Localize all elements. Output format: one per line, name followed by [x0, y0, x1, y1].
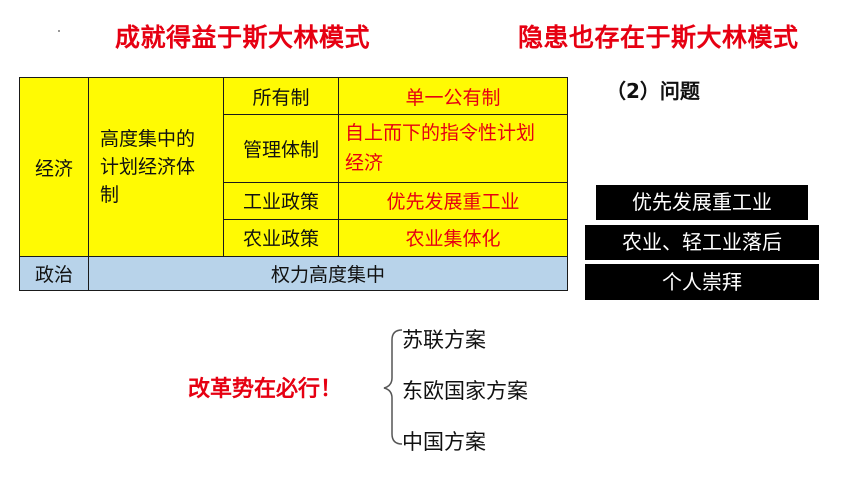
option-eastern-europe: 东欧国家方案	[402, 379, 528, 403]
issue-box-agriculture-lag: 农业、轻工业落后	[585, 225, 819, 260]
option-china: 中国方案	[402, 430, 486, 454]
aspect-cell-ownership: 所有制	[223, 76, 339, 116]
value-cell-ownership: 单一公有制	[338, 76, 568, 116]
bracket-path	[383, 329, 403, 445]
issue-box-personality-cult: 个人崇拜	[585, 264, 819, 300]
decorative-dot	[58, 30, 60, 32]
issues-label: （2）问题	[606, 79, 700, 103]
stalin-model-table: 经济 高度集中的计划经济体制 所有制 单一公有制 管理体制 自上而下的指令性计划…	[19, 76, 568, 291]
reform-label: 改革势在必行！	[188, 377, 343, 402]
aspect-cell-management: 管理体制	[223, 114, 339, 183]
left-title: 成就得益于斯大林模式	[115, 23, 371, 52]
planned-economy-cell: 高度集中的计划经济体制	[88, 77, 224, 257]
economy-label-cell: 经济	[19, 77, 89, 257]
right-title: 隐患也存在于斯大林模式	[518, 23, 799, 52]
issue-box-heavy-industry: 优先发展重工业	[596, 185, 808, 220]
politics-label-cell: 政治	[19, 256, 89, 291]
aspect-cell-industry: 工业政策	[223, 181, 339, 220]
aspect-cell-agriculture: 农业政策	[223, 218, 339, 258]
value-cell-industry: 优先发展重工业	[338, 181, 568, 220]
politics-value-cell: 权力高度集中	[88, 256, 568, 291]
option-soviet: 苏联方案	[402, 328, 486, 352]
value-cell-management: 自上而下的指令性计划经济	[338, 114, 568, 183]
value-text-management: 自上而下的指令性计划经济	[345, 122, 536, 175]
value-cell-agriculture: 农业集体化	[338, 218, 568, 258]
planned-economy-text: 高度集中的计划经济体制	[100, 128, 196, 206]
options-bracket	[383, 329, 403, 445]
